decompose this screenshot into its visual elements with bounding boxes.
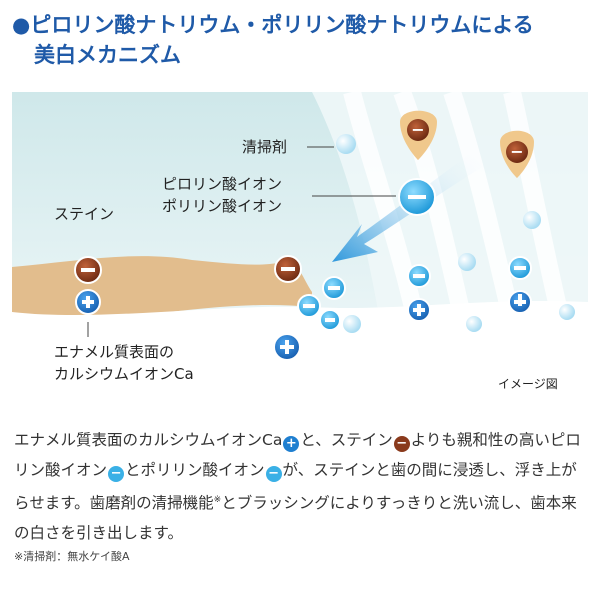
mechanism-diagram: − − (12, 92, 588, 405)
cleaner-label: 清掃剤 (242, 138, 288, 156)
text-segment: よりも親和性の高いピロリン酸イオン (14, 431, 581, 479)
svg-text:−: − (411, 120, 424, 139)
text-segment: とブラッシングによりすっきりと洗い流し、歯本来の白さを引き出します。 (14, 494, 577, 543)
page-title: ●ピロリン酸ナトリウム・ポリリン酸ナトリウムによる 美白メカニズム (12, 10, 592, 70)
calcium-plus-icon: + (283, 436, 300, 452)
diagram-illustration: − − (12, 92, 588, 405)
svg-text:−: − (510, 142, 523, 161)
pyrophosphate-ion-label: ピロリン酸イオン (162, 175, 283, 193)
title-bullet: ● (12, 13, 31, 37)
polyphosphate-minus-icon: − (265, 466, 282, 482)
stain-minus-icon: − (393, 436, 410, 452)
description-paragraph: エナメル質表面のカルシウムイオンCa+と、ステイン−よりも親和性の高いピロリン酸… (14, 425, 588, 548)
note-mark: ※ (213, 495, 222, 505)
text-segment: エナメル質表面のカルシウムイオンCa (14, 431, 283, 449)
polyphosphate-ion-label: ポリリン酸イオン (162, 197, 283, 215)
pyrophosphate-minus-icon: − (108, 466, 125, 482)
enamel-label-2: カルシウムイオンCa (54, 365, 194, 383)
title-line-2: 美白メカニズム (34, 43, 181, 67)
image-note: イメージ図 (498, 377, 558, 391)
text-segment: と、ステイン (300, 431, 393, 449)
enamel-label-1: エナメル質表面の (54, 343, 175, 361)
stain-label: ステイン (54, 205, 115, 223)
title-line-1: ピロリン酸ナトリウム・ポリリン酸ナトリウムによる (30, 13, 534, 37)
text-segment: が、ステインと歯の間に浸透し、浮き上がらせます。歯磨剤の清掃機能 (14, 461, 577, 513)
text-segment: とポリリン酸イオン (125, 461, 265, 479)
enamel-surface (12, 300, 588, 405)
footnote: ※清掃剤：無水ケイ酸A (14, 550, 130, 563)
